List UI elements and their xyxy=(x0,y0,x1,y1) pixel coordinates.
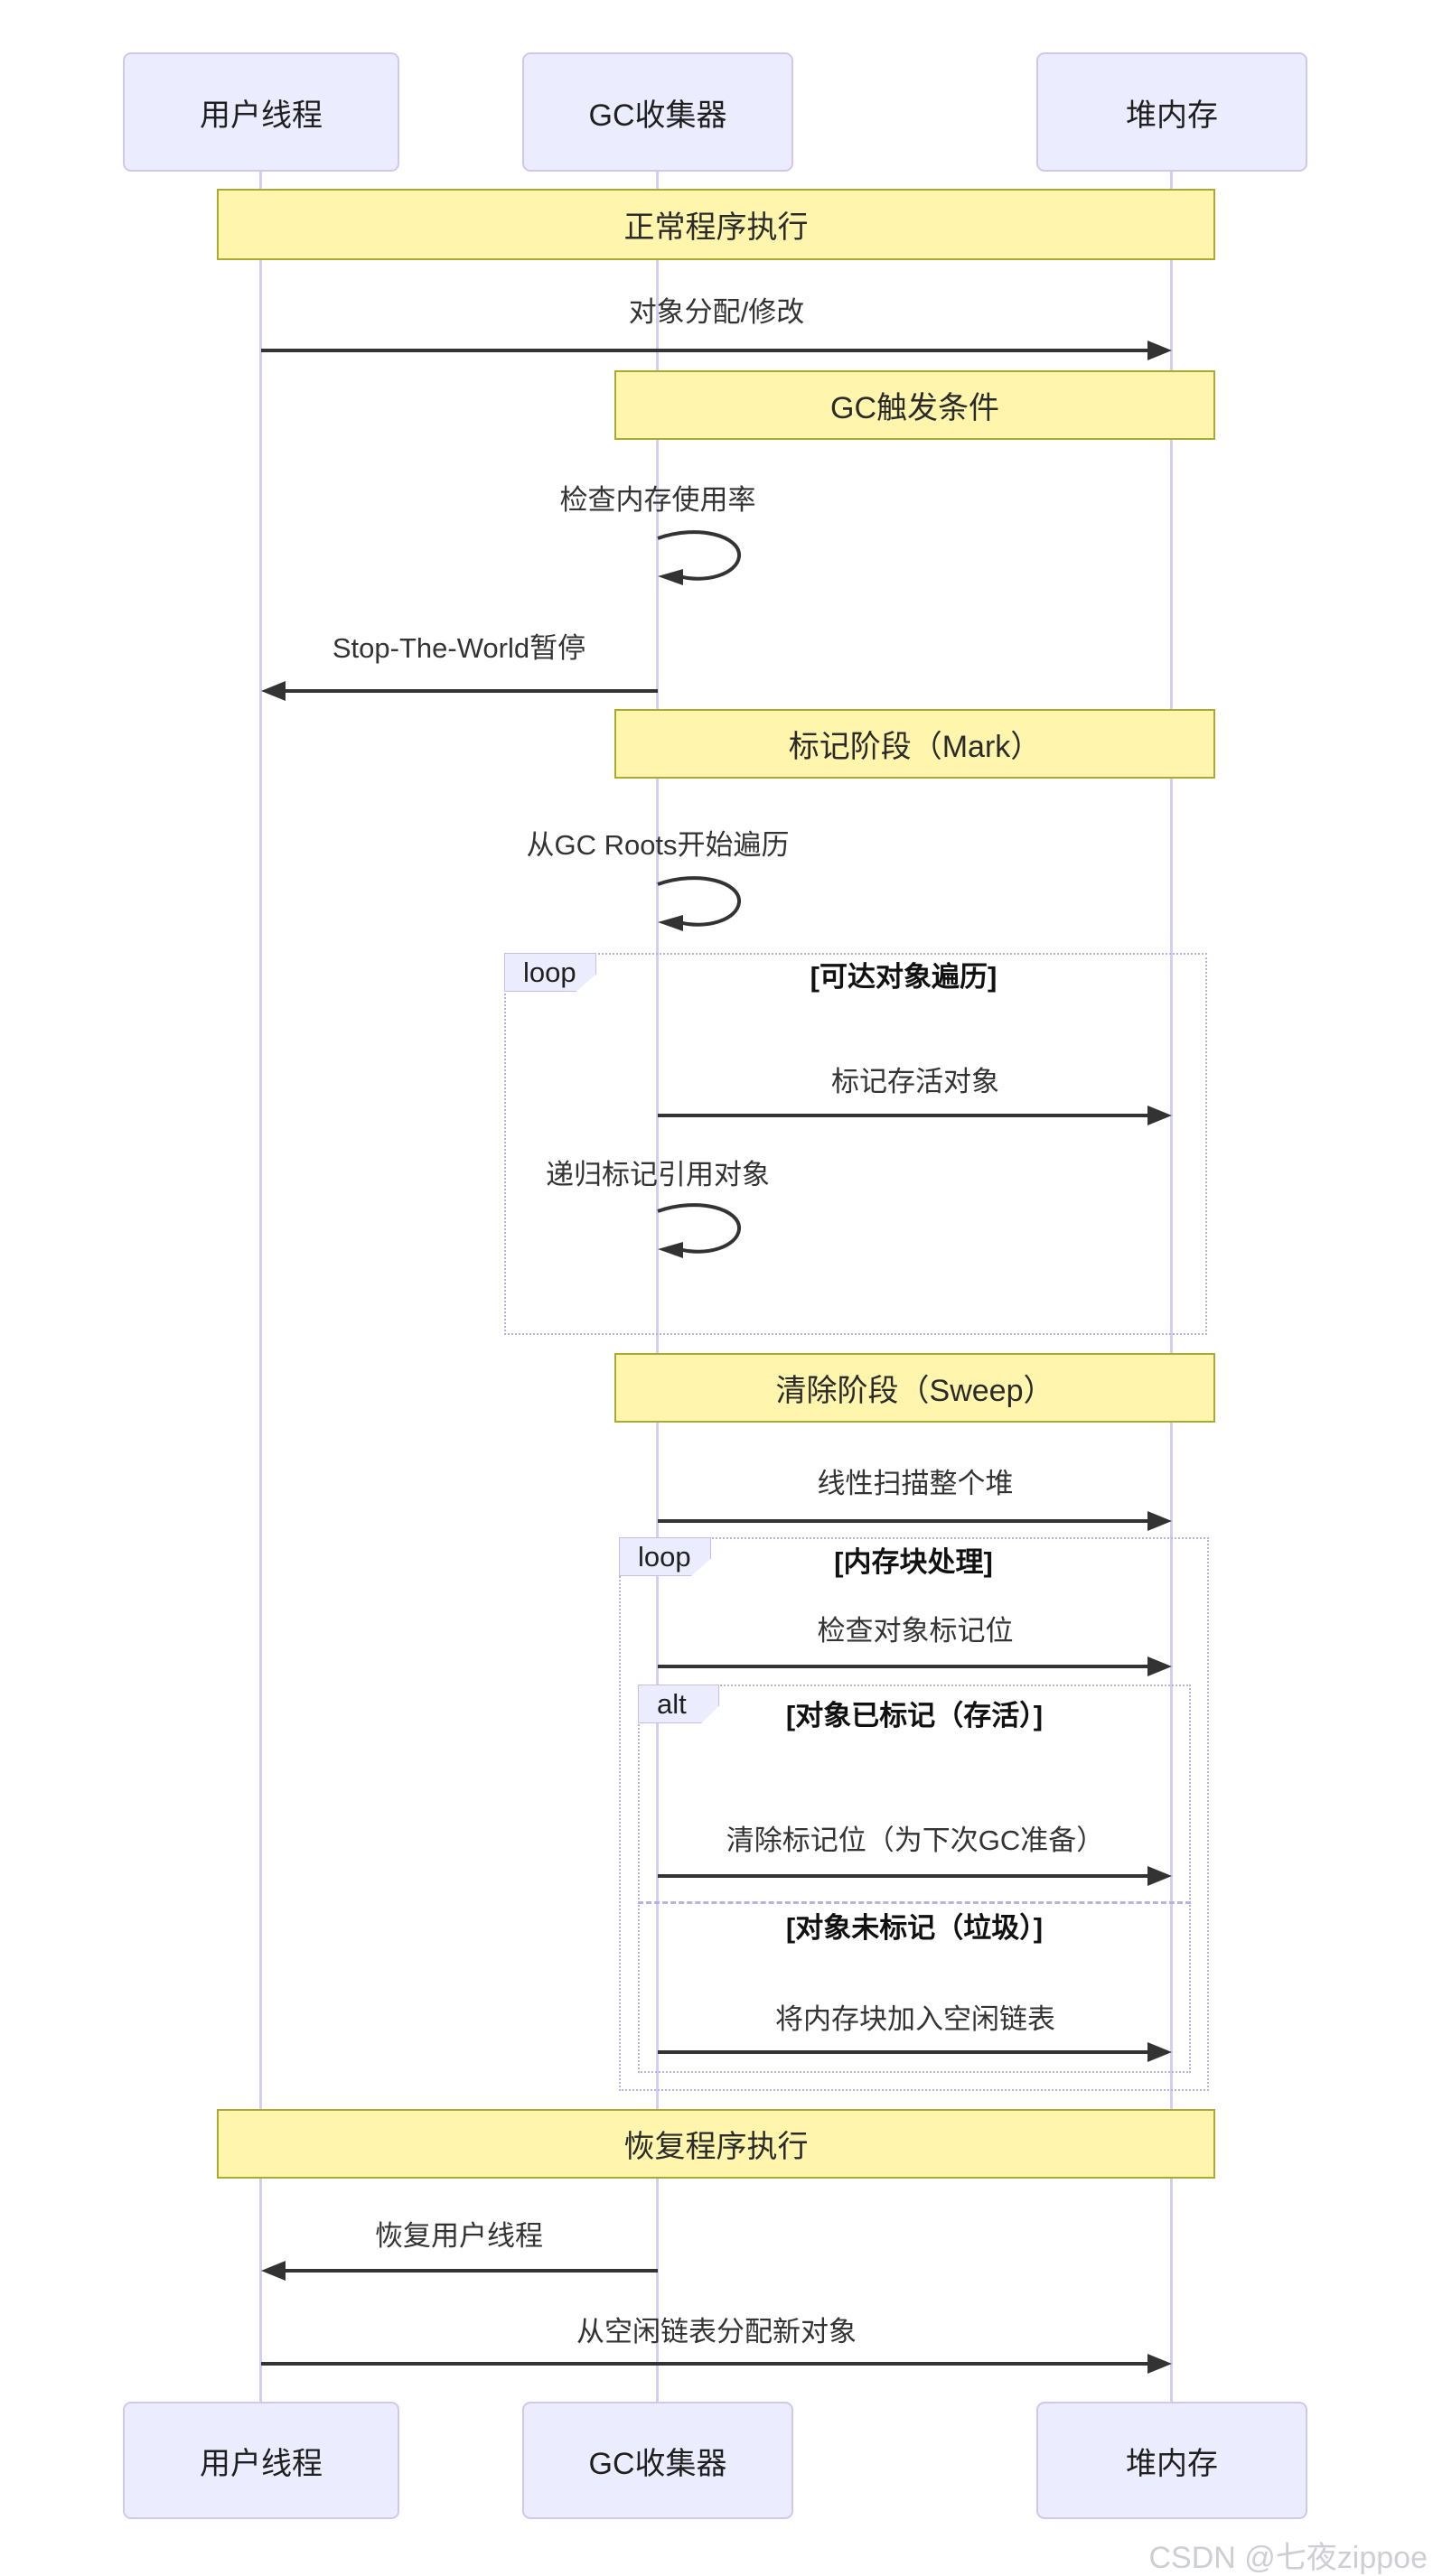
alt-frame-marked-or-not xyxy=(638,1685,1191,2073)
note-sweep-phase: 清除阶段（Sweep） xyxy=(614,1353,1215,1423)
message-text-check-memory: 检查内存使用率 xyxy=(559,484,756,516)
message-text-mark-live: 标记存活对象 xyxy=(831,1066,999,1097)
message-line xyxy=(283,2269,658,2273)
self-loop-arrow-icon xyxy=(657,530,741,585)
note-text: 正常程序执行 xyxy=(623,210,809,245)
arrowhead-right-icon xyxy=(1147,1511,1172,1531)
message-line xyxy=(283,689,658,693)
lifeline-heap-memory xyxy=(1170,172,1173,2402)
actor-top-gc-collector: GC收集器 xyxy=(522,52,793,172)
actor-label: 堆内存 xyxy=(1126,2446,1218,2481)
loop-label: loop xyxy=(504,953,596,992)
arrowhead-right-icon xyxy=(1147,1657,1172,1676)
actor-label: 用户线程 xyxy=(200,98,323,133)
message-text-alloc-from-freelist: 从空闲链表分配新对象 xyxy=(576,2316,857,2347)
alt-label: alt xyxy=(638,1685,719,1723)
message-text-resume-user-thread: 恢复用户线程 xyxy=(375,2220,543,2252)
loop-label: loop xyxy=(619,1537,711,1576)
message-line xyxy=(658,2050,1150,2054)
message-text-recursive-mark: 递归标记引用对象 xyxy=(546,1159,770,1190)
note-text: 清除阶段（Sweep） xyxy=(775,1374,1054,1408)
alt-divider xyxy=(638,1901,1191,1904)
actor-top-heap-memory: 堆内存 xyxy=(1036,52,1307,172)
note-normal-execution: 正常程序执行 xyxy=(217,189,1215,260)
message-text-object-alloc: 对象分配/修改 xyxy=(628,296,805,328)
alt-guard-text: [对象已标记（存活）] xyxy=(785,1700,1044,1731)
message-text-stw: Stop-The-World暂停 xyxy=(332,632,586,664)
message-text-gc-roots: 从GC Roots开始遍历 xyxy=(526,829,790,861)
arrowhead-left-icon xyxy=(261,2261,286,2281)
message-line xyxy=(658,1874,1150,1878)
note-text: GC触发条件 xyxy=(830,391,999,425)
self-loop-arrow-icon xyxy=(657,876,741,931)
actor-bottom-gc-collector: GC收集器 xyxy=(522,2402,793,2519)
message-text-linear-scan: 线性扫描整个堆 xyxy=(817,1468,1014,1499)
arrowhead-right-icon xyxy=(1147,1866,1172,1886)
note-gc-trigger: GC触发条件 xyxy=(614,370,1215,440)
arrowhead-right-icon xyxy=(1147,341,1172,360)
message-text-clear-markbit: 清除标记位（为下次GC准备） xyxy=(726,1825,1105,1856)
csdn-watermark: CSDN @七夜zippoe xyxy=(1148,2541,1428,2575)
message-line xyxy=(261,349,1150,352)
note-text: 恢复程序执行 xyxy=(623,2130,809,2164)
arrowhead-left-icon xyxy=(261,681,286,701)
actor-label: GC收集器 xyxy=(588,2446,727,2481)
actor-bottom-heap-memory: 堆内存 xyxy=(1036,2402,1307,2519)
lifeline-gc-collector xyxy=(656,172,659,2402)
message-line xyxy=(658,1665,1150,1668)
message-line xyxy=(261,2362,1150,2366)
note-mark-phase: 标记阶段（Mark） xyxy=(614,709,1215,779)
message-text-check-markbit: 检查对象标记位 xyxy=(817,1615,1014,1647)
alt-else-guard-text: [对象未标记（垃圾）] xyxy=(785,1912,1044,1944)
lifeline-user-thread xyxy=(259,172,262,2402)
self-loop-arrow-icon xyxy=(657,1203,741,1258)
actor-bottom-user-thread: 用户线程 xyxy=(123,2402,399,2519)
note-text: 标记阶段（Mark） xyxy=(788,730,1042,764)
message-text-add-freelist: 将内存块加入空闲链表 xyxy=(775,2003,1055,2035)
arrowhead-right-icon xyxy=(1147,2354,1172,2374)
actor-label: 堆内存 xyxy=(1126,98,1218,133)
actor-top-user-thread: 用户线程 xyxy=(123,52,399,172)
loop-guard-text: [可达对象遍历] xyxy=(810,961,997,993)
loop-frame-memory-blocks xyxy=(619,1537,1209,2091)
message-line xyxy=(658,1519,1150,1523)
arrowhead-right-icon xyxy=(1147,1106,1172,1125)
loop-frame-reachable-objects xyxy=(504,953,1207,1335)
note-resume-execution: 恢复程序执行 xyxy=(217,2109,1215,2179)
loop-guard-text: [内存块处理] xyxy=(834,1546,993,1578)
message-line xyxy=(658,1114,1150,1117)
actor-label: GC收集器 xyxy=(588,98,727,133)
arrowhead-right-icon xyxy=(1147,2042,1172,2062)
actor-label: 用户线程 xyxy=(200,2446,323,2481)
